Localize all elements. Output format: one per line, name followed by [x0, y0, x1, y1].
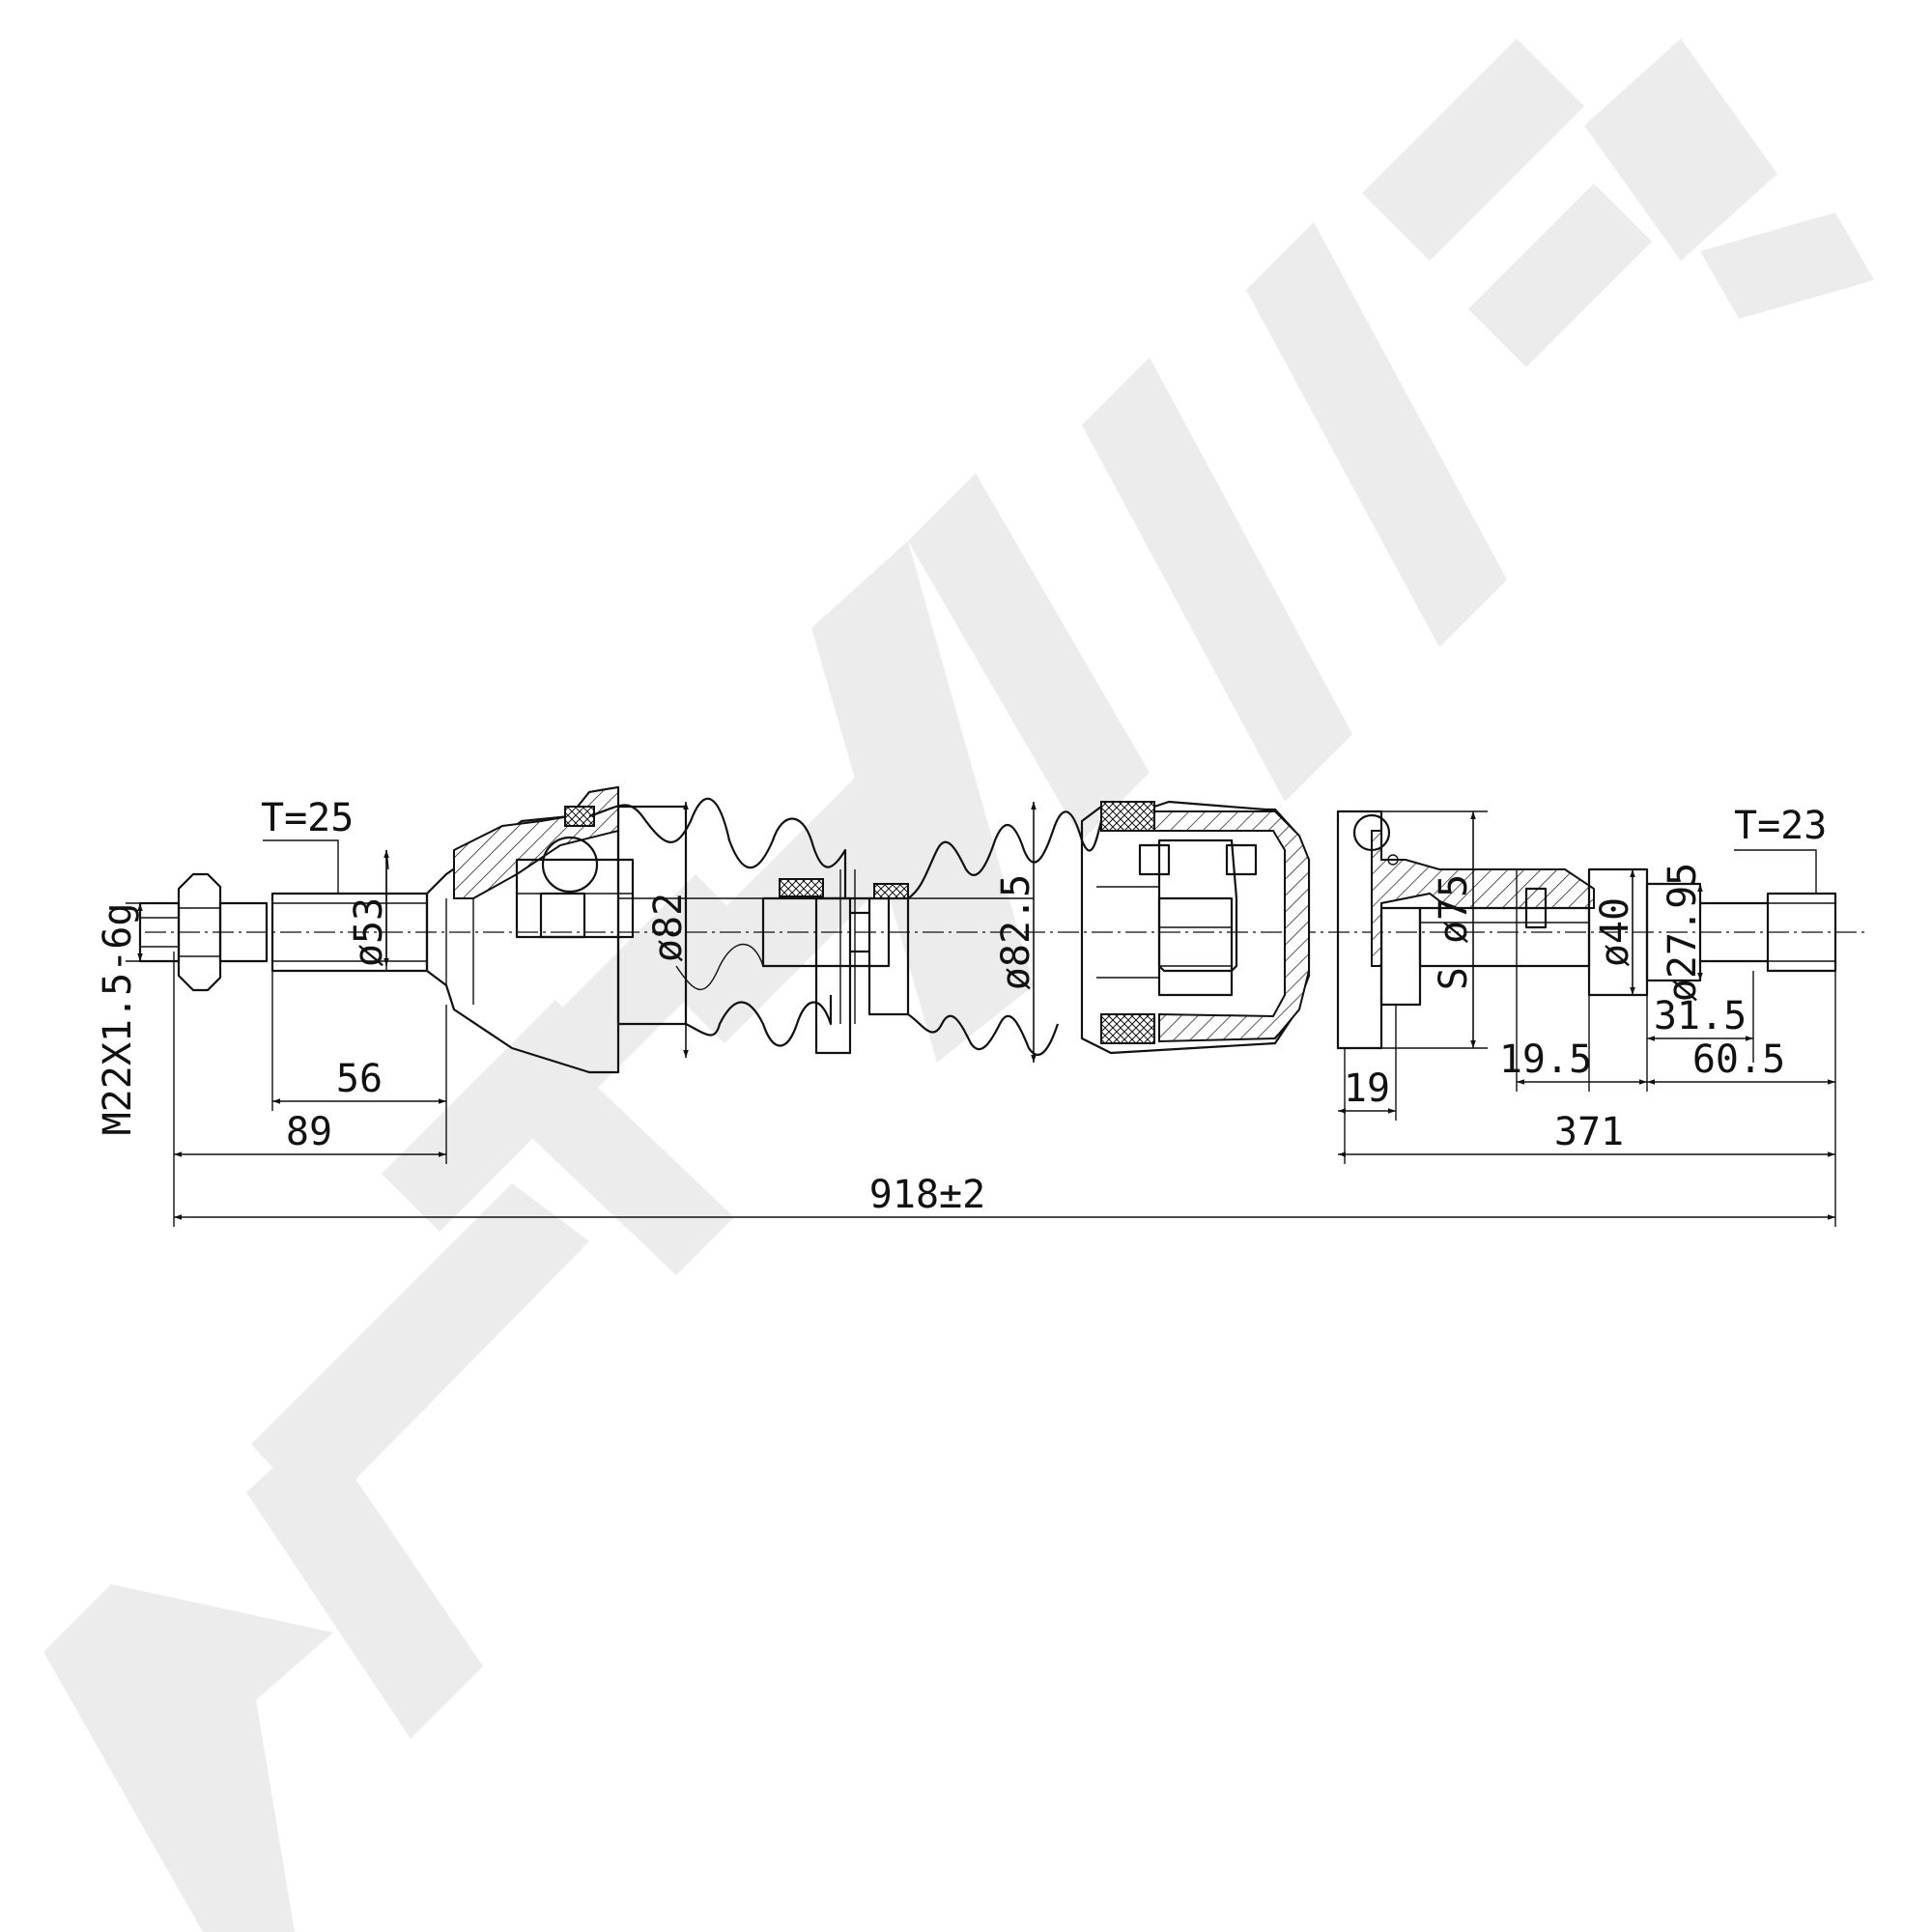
dimension-labels: M22X1.5-6g T=25 T=23 ø53 ø82 ø82.5 S ø75…: [96, 796, 1827, 1217]
label-thread: M22X1.5-6g: [96, 903, 140, 1136]
label-dia-82-5: ø82.5: [994, 874, 1038, 990]
label-dia-40: ø40: [1593, 897, 1637, 967]
label-dia-27-95: ø27.95: [1661, 863, 1705, 1003]
label-spline-inner: T=23: [1734, 804, 1827, 848]
label-len-371: 371: [1554, 1110, 1624, 1154]
label-len-31-5: 31.5: [1654, 994, 1747, 1038]
label-dia-82: ø82: [646, 893, 691, 962]
label-len-89: 89: [286, 1110, 332, 1154]
label-len-60-5: 60.5: [1692, 1037, 1785, 1082]
label-len-19-5: 19.5: [1499, 1037, 1592, 1082]
label-len-total: 918±2: [869, 1173, 985, 1217]
label-spline-outer: T=25: [261, 796, 354, 840]
watermark-logo: [43, 39, 1874, 1932]
label-len-19: 19: [1344, 1066, 1390, 1111]
label-dia-53: ø53: [347, 897, 391, 967]
inner-tripod-joint: [1080, 800, 1311, 1055]
intermediate-shaft: [761, 869, 910, 1055]
inner-boot: [907, 810, 1103, 1056]
label-len-56: 56: [336, 1057, 383, 1101]
label-dia-s75: S ø75: [1432, 874, 1476, 990]
inner-stub-shaft: [1336, 810, 1837, 1050]
dimension-lines: [137, 802, 1835, 1220]
